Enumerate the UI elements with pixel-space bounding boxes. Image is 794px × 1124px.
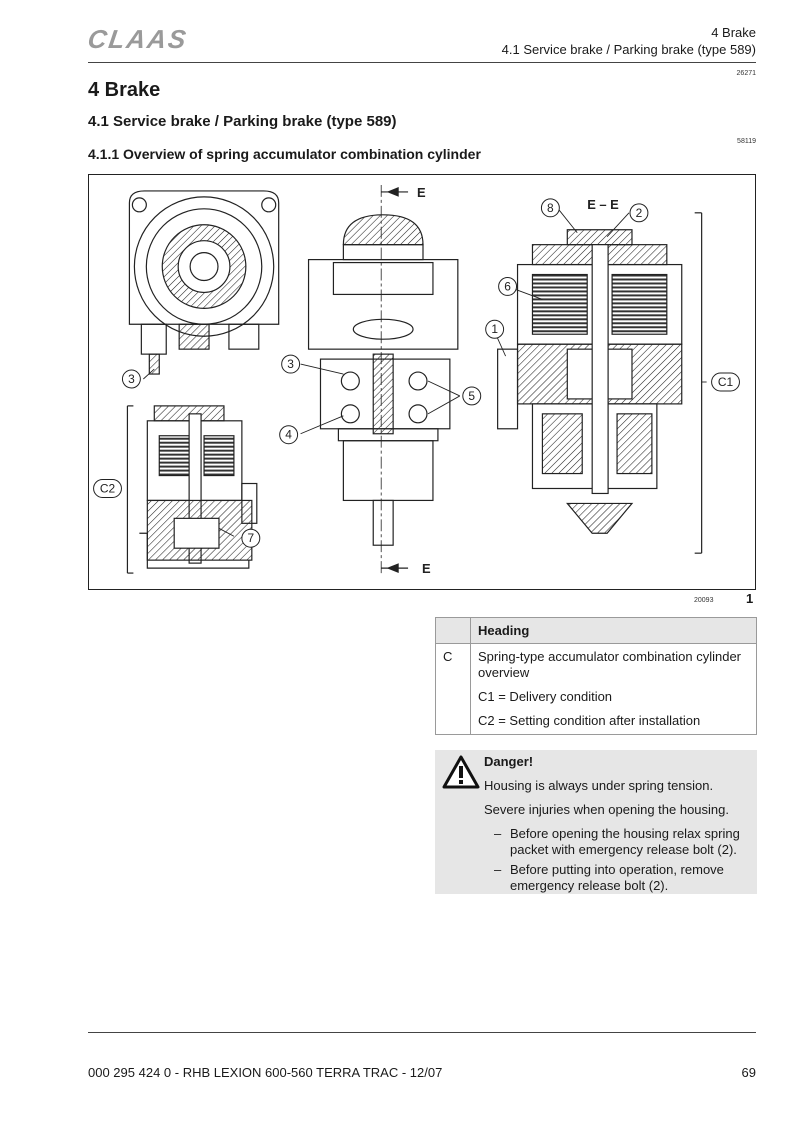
legend-line: C2 = Setting condition after installatio… [478, 713, 701, 728]
footer-doc-id: 000 295 424 0 - RHB LEXION 600-560 TERRA… [88, 1065, 443, 1080]
c2-section-view [126, 405, 258, 574]
callout-6: 6 [504, 279, 511, 293]
warning-triangle-icon [442, 755, 480, 789]
page-number: 69 [741, 1065, 756, 1080]
callout-8: 8 [547, 201, 554, 215]
danger-bullet-list: – Before opening the housing relax sprin… [484, 826, 751, 894]
section-title: 4.1 Service brake / Parking brake (type … [88, 113, 397, 130]
chapter-title: 4 Brake [88, 79, 161, 101]
figure-number: 1 [746, 591, 754, 606]
running-header: 4 Brake 4.1 Service brake / Parking brak… [502, 24, 756, 58]
danger-bullet: – Before opening the housing relax sprin… [484, 826, 751, 858]
danger-title: Danger! [484, 754, 534, 769]
callout-c2: C2 [100, 481, 116, 495]
danger-bullet-text: Before putting into operation, remove em… [510, 862, 724, 893]
callout-3-left: 3 [128, 372, 135, 386]
callout-8-circle [540, 198, 560, 218]
subsection-title: 4.1.1 Overview of spring accumulator com… [88, 146, 481, 162]
doc-code-1: 26271 [736, 70, 756, 77]
danger-text-1: Housing is always under spring tension. [484, 778, 714, 793]
legend-table: Heading C Spring-type accumulator combin… [435, 617, 757, 735]
danger-bullet: – Before putting into operation, remove … [484, 862, 751, 894]
side-view [307, 184, 459, 574]
callout-c1: C1 [718, 375, 734, 389]
claas-logo: CLAAS [85, 24, 190, 54]
callout-5-circle [462, 386, 482, 406]
front-view [128, 190, 280, 375]
bullet-dash: – [494, 862, 502, 877]
running-header-section: 4.1 Service brake / Parking brake (type … [501, 42, 756, 57]
callout-7: 7 [248, 531, 255, 545]
legend-key: C [435, 643, 471, 735]
doc-code-2: 58119 [737, 138, 756, 145]
legend-heading: Heading [470, 617, 757, 644]
callout-c1-box [711, 372, 740, 392]
section-marker-bottom: E [422, 561, 431, 576]
section-ee-label: E – E [587, 197, 619, 212]
callout-2: 2 [636, 206, 643, 220]
callout-3-left-circle [121, 369, 141, 389]
danger-bullet-text: Before opening the housing relax spring … [510, 826, 740, 857]
legend-line: Spring-type accumulator combination cyli… [478, 649, 742, 680]
callout-1-circle [485, 319, 505, 339]
legend-line: C1 = Delivery condition [478, 689, 613, 704]
callout-7-circle [241, 528, 261, 548]
danger-text-2: Severe injuries when opening the housing… [484, 802, 730, 817]
callout-leaders [143, 207, 707, 537]
legend-header-key [435, 617, 471, 644]
image-code: 20093 [694, 597, 714, 604]
callout-1: 1 [491, 322, 498, 336]
legend-row: C Spring-type accumulator combination cy… [435, 643, 757, 735]
callout-4-circle [279, 425, 299, 445]
header-rule [88, 62, 756, 63]
callout-3-mid: 3 [287, 357, 294, 371]
callout-3-mid-circle [281, 354, 301, 374]
callout-5: 5 [468, 389, 475, 403]
cylinder-drawing: 3 3 4 5 6 8 2 1 7 C1 C2 E E E – E [93, 184, 740, 576]
callout-c2-box [93, 479, 122, 498]
technical-figure: 3 3 4 5 6 8 2 1 7 C1 C2 E E E – E [88, 174, 756, 590]
section-marker-top: E [417, 185, 426, 200]
callout-4: 4 [285, 428, 292, 442]
footer-rule [88, 1032, 756, 1033]
callout-2-circle [629, 203, 649, 223]
bullet-dash: – [494, 826, 502, 841]
legend-description: Spring-type accumulator combination cyli… [470, 643, 757, 735]
running-header-chapter: 4 Brake [711, 25, 756, 40]
callout-6-circle [498, 277, 518, 296]
ee-section-view [497, 212, 703, 554]
legend-header-row: Heading [435, 617, 757, 644]
danger-notice: Danger! Housing is always under spring t… [435, 750, 757, 894]
